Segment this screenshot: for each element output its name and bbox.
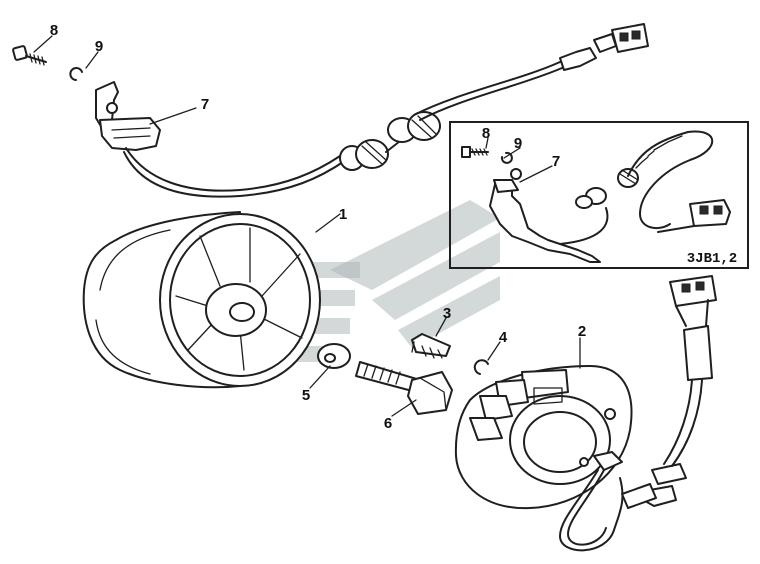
inset-bracket bbox=[489, 179, 601, 263]
inset-panel: 8 9 7 3JB1,2 bbox=[449, 121, 749, 269]
inset-screw-8 bbox=[461, 146, 489, 158]
pickup-coil bbox=[99, 117, 161, 151]
callout-7: 7 bbox=[201, 96, 209, 113]
top-connector bbox=[559, 23, 649, 71]
inset-connector bbox=[657, 199, 731, 233]
clip-9 bbox=[69, 67, 83, 81]
stator-harness bbox=[621, 275, 717, 509]
washer bbox=[317, 343, 351, 369]
stator-connector bbox=[669, 275, 717, 327]
grommet bbox=[339, 139, 389, 171]
bolt-8 bbox=[12, 45, 47, 66]
bolt-3 bbox=[411, 333, 451, 359]
pickup-harness bbox=[12, 23, 649, 198]
inset-grommet bbox=[575, 168, 639, 209]
clip-4 bbox=[473, 359, 489, 375]
callout-9: 9 bbox=[95, 38, 103, 55]
callout-3: 3 bbox=[443, 305, 451, 322]
inset-clip-9 bbox=[500, 151, 513, 164]
leader-lines bbox=[33, 35, 581, 417]
callout-2: 2 bbox=[578, 323, 586, 340]
inset-callout-8: 8 bbox=[482, 125, 490, 142]
callout-8: 8 bbox=[50, 22, 58, 39]
rotor-bolt bbox=[355, 361, 453, 415]
flywheel-rotor bbox=[82, 211, 321, 389]
callout-4: 4 bbox=[499, 329, 508, 346]
inset-model-label: 3JB1,2 bbox=[687, 251, 737, 267]
inset-callout-7: 7 bbox=[552, 153, 560, 170]
grommet-large bbox=[387, 111, 441, 143]
stator-assembly bbox=[454, 365, 633, 552]
inset-callout-9: 9 bbox=[514, 135, 522, 152]
callout-5: 5 bbox=[302, 387, 310, 404]
callout-6: 6 bbox=[384, 415, 392, 432]
callout-1: 1 bbox=[339, 206, 347, 223]
